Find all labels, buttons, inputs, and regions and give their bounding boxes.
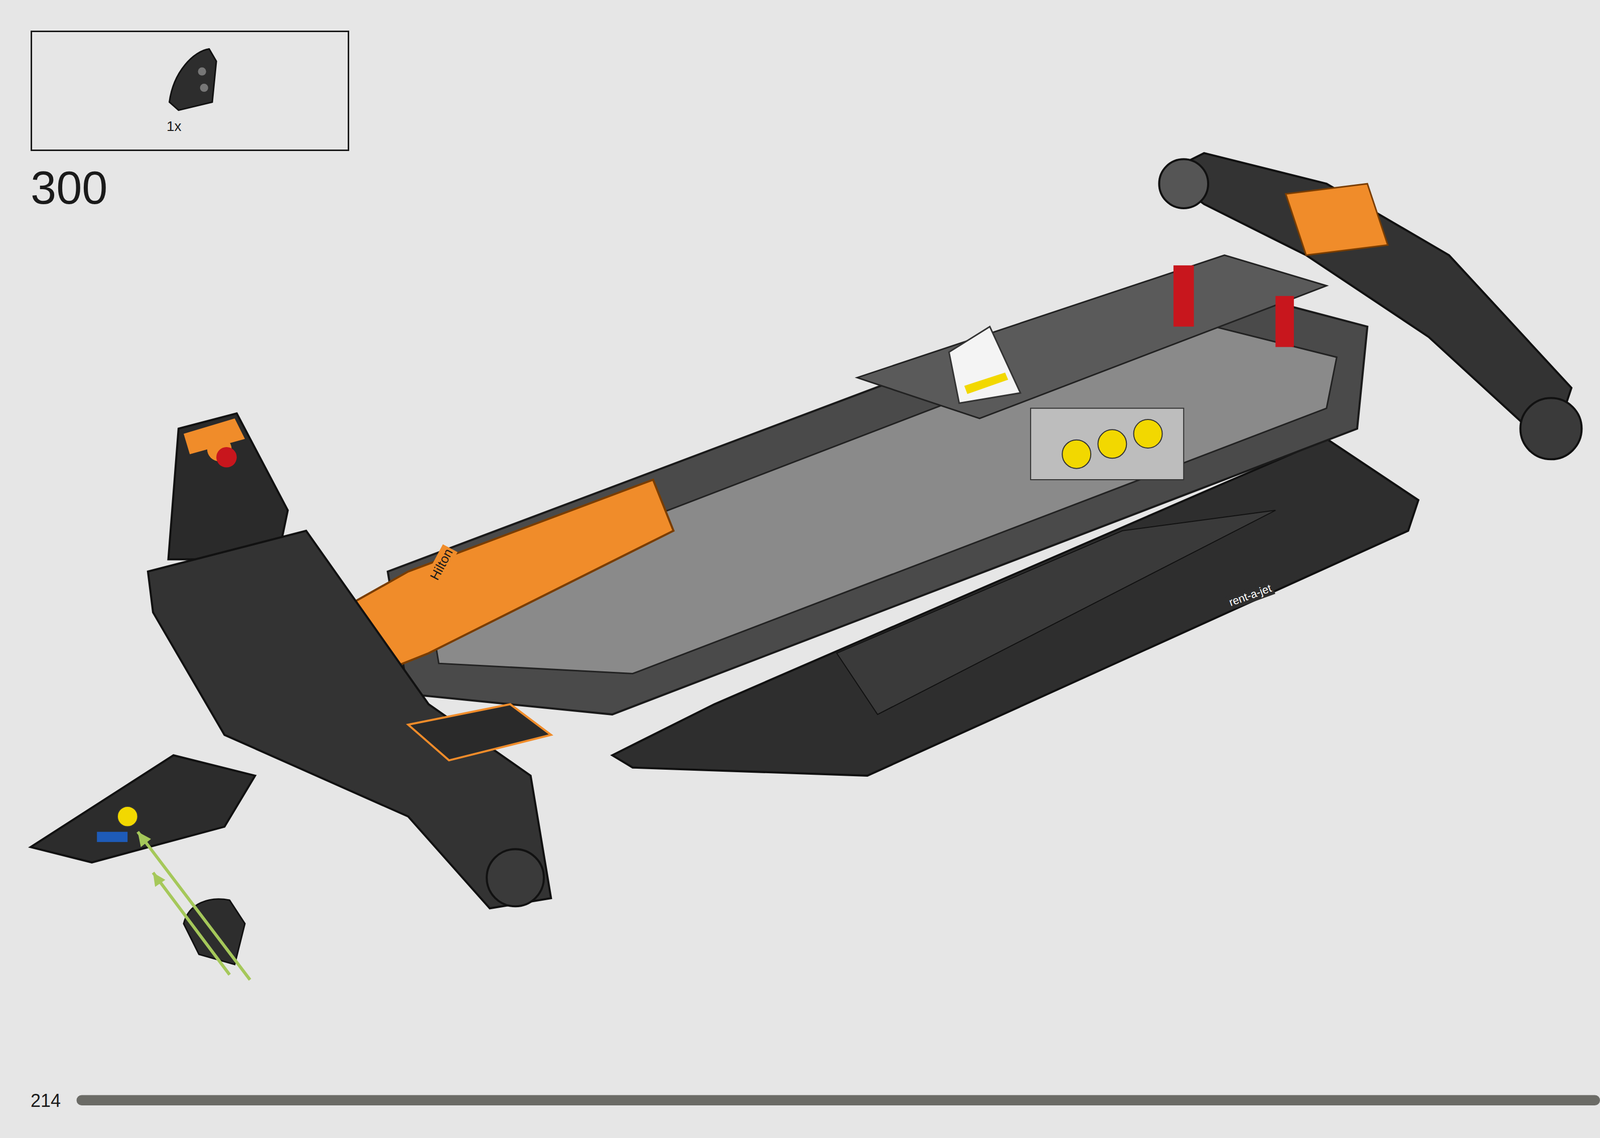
parts-callout-box: 1x <box>30 30 350 152</box>
part-quantity: 1x <box>166 118 182 135</box>
page-number: 214 <box>30 1090 61 1112</box>
step-number: 300 <box>30 161 108 215</box>
